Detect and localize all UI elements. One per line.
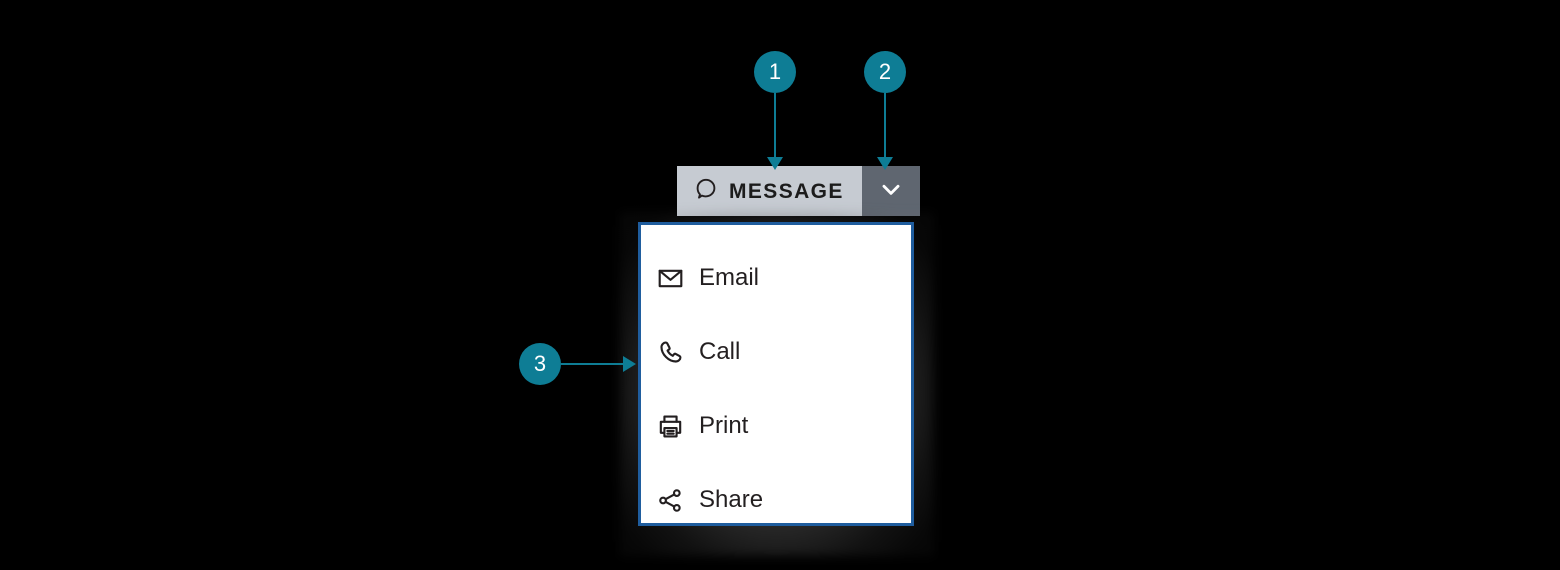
share-nodes-icon — [655, 485, 685, 515]
menu-item-print[interactable]: Print — [641, 389, 911, 463]
split-button: MESSAGE — [677, 166, 920, 216]
callout-leader-line-2 — [884, 93, 886, 161]
message-button[interactable]: MESSAGE — [677, 166, 862, 216]
menu-item-label: Share — [699, 486, 764, 513]
callout-badge-1: 1 — [754, 51, 796, 93]
menu-item-label: Print — [699, 412, 749, 439]
callout-badge-3: 3 — [519, 343, 561, 385]
envelope-icon — [655, 263, 685, 293]
menu-item-label: Email — [699, 264, 760, 291]
callout-arrowhead-1 — [767, 157, 783, 170]
phone-icon — [655, 337, 685, 367]
menu-item-call[interactable]: Call — [641, 315, 911, 389]
callout-badge-2: 2 — [864, 51, 906, 93]
callout-arrowhead-2 — [877, 157, 893, 170]
chevron-down-icon — [878, 176, 904, 207]
menu-item-share[interactable]: Share — [641, 463, 911, 537]
message-button-label: MESSAGE — [729, 179, 844, 203]
printer-icon — [655, 411, 685, 441]
dropdown-menu: Email Call Print — [638, 222, 914, 526]
callout-arrowhead-3 — [623, 356, 636, 372]
menu-item-label: Call — [699, 338, 741, 365]
menu-item-email[interactable]: Email — [641, 241, 911, 315]
dropdown-toggle[interactable] — [861, 166, 920, 216]
callout-leader-line-3 — [561, 363, 627, 365]
callout-leader-line-1 — [774, 93, 776, 161]
message-bubble-icon — [694, 177, 718, 206]
